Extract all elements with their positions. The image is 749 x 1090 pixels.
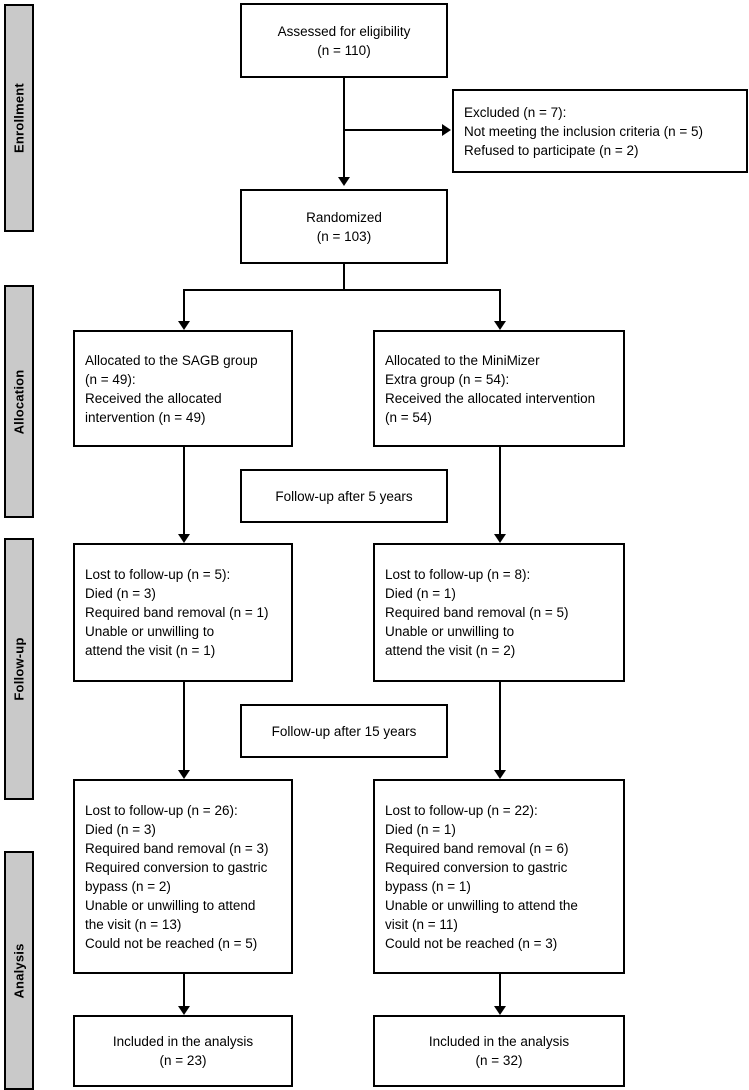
box-included-analysis-sagb: Included in the analysis (n = 23): [73, 1015, 293, 1087]
box-line: Required band removal (n = 3): [85, 840, 269, 856]
box-line: Follow-up after 5 years: [275, 488, 413, 504]
box-line: Could not be reached (n = 3): [385, 935, 558, 951]
box-line: Required band removal (n = 6): [385, 840, 569, 856]
box-line: the visit (n = 13): [85, 916, 182, 932]
box-line: Included in the analysis: [112, 1034, 254, 1049]
box-line: bypass (n = 1): [385, 878, 471, 894]
connector-randomized-split: [183, 289, 501, 291]
box-allocated-sagb: Allocated to the SAGB group (n = 49): Re…: [73, 330, 293, 447]
box-line: (n = 49):: [85, 371, 136, 387]
stage-bar-enrollment: Enrollment: [4, 4, 34, 232]
box-line: Not meeting the inclusion criteria (n = …: [464, 123, 703, 139]
arrowhead-lost15y-right: [494, 770, 506, 779]
box-line: Allocated to the MiniMizer: [385, 352, 540, 368]
box-line: Unable or unwilling to attend: [85, 897, 256, 913]
stage-label-allocation: Allocation: [11, 369, 27, 434]
box-line: Refused to participate (n = 2): [464, 142, 639, 158]
stage-bar-allocation: Allocation: [4, 285, 34, 518]
box-lost-followup-15y-minimizer: Lost to follow-up (n = 22): Died (n = 1)…: [373, 779, 625, 974]
box-line: Unable or unwilling to attend the: [385, 897, 578, 913]
box-followup-15-years: Follow-up after 15 years: [240, 704, 448, 758]
connector-assessed-to-randomized: [343, 77, 345, 179]
box-line: Assessed for eligibility: [277, 23, 411, 39]
connector-split-right: [499, 289, 501, 327]
arrowhead-allocated-right: [494, 321, 506, 330]
box-line: Required conversion to gastric: [85, 859, 268, 875]
box-line: Lost to follow-up (n = 26):: [85, 802, 238, 818]
arrowhead-analysis-left: [178, 1006, 190, 1015]
box-line: bypass (n = 2): [85, 878, 171, 894]
box-line: Required band removal (n = 1): [85, 605, 269, 620]
box-line: Unable or unwilling to: [385, 624, 515, 639]
box-line: attend the visit (n = 2): [385, 643, 516, 658]
connector-allocated-left-to-lost5y: [183, 446, 185, 536]
box-line: Lost to follow-up (n = 22):: [385, 802, 538, 818]
box-line: Randomized: [306, 209, 382, 225]
box-included-analysis-minimizer: Included in the analysis (n = 32): [373, 1015, 625, 1087]
box-allocated-minimizer-extra: Allocated to the MiniMizer Extra group (…: [373, 330, 625, 447]
connector-lost15y-right-to-analysis: [499, 973, 501, 1009]
box-line: Excluded (n = 7):: [464, 104, 567, 120]
box-line: Required conversion to gastric: [385, 859, 568, 875]
box-line: Died (n = 1): [385, 821, 456, 837]
box-line: Received the allocated intervention: [385, 390, 596, 406]
box-line: Allocated to the SAGB group: [85, 352, 258, 368]
stage-label-followup: Follow-up: [11, 637, 27, 701]
box-line: intervention (n = 49): [85, 409, 206, 425]
box-lost-followup-5y-sagb: Lost to follow-up (n = 5): Died (n = 3) …: [73, 543, 293, 682]
arrowhead-lost5y-left: [178, 534, 190, 543]
box-line: Lost to follow-up (n = 8):: [385, 567, 531, 582]
box-line: (n = 110): [317, 42, 371, 58]
box-line: attend the visit (n = 1): [85, 643, 216, 658]
connector-assessed-to-excluded: [343, 129, 443, 131]
box-line: Extra group (n = 54):: [385, 371, 510, 387]
box-line: (n = 32): [475, 1053, 523, 1068]
box-line: Included in the analysis: [428, 1034, 570, 1049]
arrowhead-lost5y-right: [494, 534, 506, 543]
connector-split-left: [183, 289, 185, 327]
arrowhead-analysis-right: [494, 1006, 506, 1015]
stage-bar-analysis: Analysis: [4, 851, 34, 1090]
box-line: Follow-up after 15 years: [271, 723, 417, 739]
stage-bar-followup: Follow-up: [4, 538, 34, 800]
connector-randomized-stem: [343, 263, 345, 291]
arrowhead-allocated-left: [178, 321, 190, 330]
box-line: Required band removal (n = 5): [385, 605, 569, 620]
box-line: visit (n = 11): [385, 916, 458, 932]
box-lost-followup-15y-sagb: Lost to follow-up (n = 26): Died (n = 3)…: [73, 779, 293, 974]
box-lost-followup-5y-minimizer: Lost to follow-up (n = 8): Died (n = 1) …: [373, 543, 625, 682]
connector-lost5y-left-to-lost15y: [183, 681, 185, 773]
connector-allocated-right-to-lost5y: [499, 446, 501, 536]
arrowhead-randomized: [338, 177, 350, 186]
stage-label-analysis: Analysis: [11, 942, 27, 999]
box-line: Died (n = 3): [85, 586, 156, 601]
stage-label-enrollment: Enrollment: [11, 83, 27, 153]
box-assessed-for-eligibility: Assessed for eligibility (n = 110): [240, 3, 448, 78]
box-line: Received the allocated: [85, 390, 222, 406]
box-excluded: Excluded (n = 7): Not meeting the inclus…: [452, 89, 748, 173]
box-line: (n = 54): [385, 409, 432, 425]
connector-lost5y-right-to-lost15y: [499, 681, 501, 773]
arrowhead-excluded: [442, 124, 451, 136]
box-line: Died (n = 1): [385, 586, 456, 601]
arrowhead-lost15y-left: [178, 770, 190, 779]
connector-lost15y-left-to-analysis: [183, 973, 185, 1009]
box-line: (n = 103): [316, 228, 372, 244]
box-line: Could not be reached (n = 5): [85, 935, 258, 951]
box-line: (n = 23): [159, 1053, 207, 1068]
box-randomized: Randomized (n = 103): [240, 189, 448, 264]
box-line: Lost to follow-up (n = 5):: [85, 567, 231, 582]
box-line: Died (n = 3): [85, 821, 156, 837]
box-followup-5-years: Follow-up after 5 years: [240, 469, 448, 523]
box-line: Unable or unwilling to: [85, 624, 215, 639]
